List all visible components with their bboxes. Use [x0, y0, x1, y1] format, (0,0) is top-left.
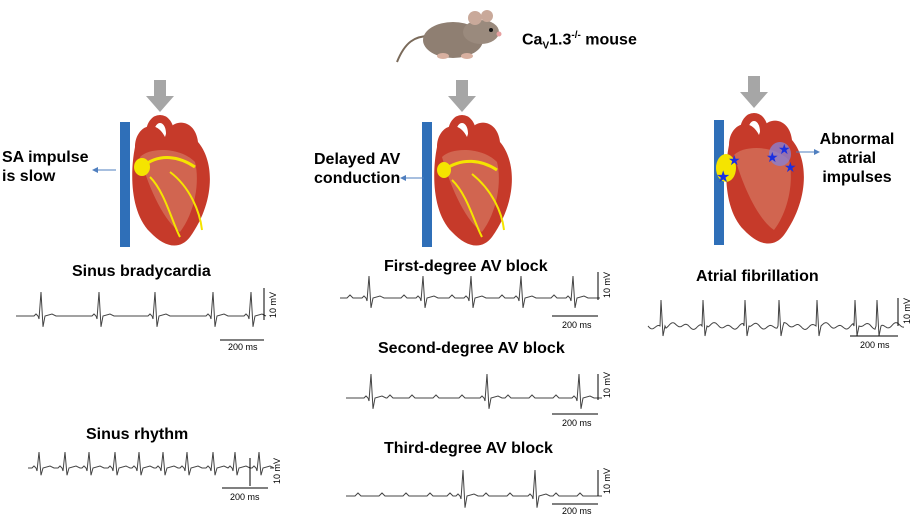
v-scale-sinus-rhythm: 10 mV [272, 457, 282, 484]
blue-arrow-right [796, 149, 820, 155]
label-delayed-av: Delayed AV conduction [314, 151, 401, 187]
v-scale-atrial-fibrillation: 10 mV [902, 297, 912, 324]
heart-right: ★ ★ ★ ★ ★ [714, 113, 804, 245]
blue-star-icon: ★ [784, 160, 797, 176]
label-sa-impulse: SA impulse is slow [2, 149, 89, 185]
title-sinus-bradycardia: Sinus bradycardia [72, 263, 211, 280]
v-scale-third-degree-av: 10 mV [602, 467, 612, 494]
title-second-degree-av: Second-degree AV block [378, 340, 565, 357]
ecg-trace-sinus-bradycardia [16, 291, 267, 327]
t-scale-second-degree-av: 200 ms [562, 418, 592, 428]
down-arrow-middle [448, 80, 476, 112]
t-scale-first-degree-av: 200 ms [562, 320, 592, 330]
v-scale-first-degree-av: 10 mV [602, 271, 612, 298]
ecg-trace-sinus-rhythm [28, 451, 275, 476]
heart-middle [422, 115, 512, 247]
ecg-trace-first-degree-av [340, 275, 600, 308]
ecg-trace-second-degree-av [346, 373, 602, 409]
blue-star-icon: ★ [716, 167, 730, 186]
title-first-degree-av: First-degree AV block [384, 258, 548, 275]
mouse-label: CaV1.3-/- mouse [522, 30, 637, 52]
title-third-degree-av: Third-degree AV block [384, 440, 553, 457]
down-arrow-left [146, 80, 174, 112]
ecg-trace-third-degree-av [346, 469, 602, 508]
ecg-trace-atrial-fibrillation [647, 299, 904, 337]
title-sinus-rhythm: Sinus rhythm [86, 426, 189, 443]
title-atrial-fibrillation: Atrial fibrillation [696, 268, 819, 285]
label-abnormal-atrial: Abnormal atrial impulses [819, 131, 895, 186]
blue-star-icon: ★ [766, 150, 779, 166]
blue-arrow-left [92, 167, 116, 173]
t-scale-third-degree-av: 200 ms [562, 506, 592, 516]
blue-star-icon: ★ [778, 142, 791, 158]
mouse-illustration [396, 10, 502, 63]
down-arrow-right [740, 76, 768, 108]
t-scale-atrial-fibrillation: 200 ms [860, 340, 890, 350]
heart-left [120, 115, 210, 247]
t-scale-sinus-bradycardia: 200 ms [228, 342, 258, 352]
v-scale-sinus-bradycardia: 10 mV [268, 291, 278, 318]
blue-star-icon: ★ [728, 153, 741, 169]
blue-arrow-middle [400, 175, 424, 181]
v-scale-second-degree-av: 10 mV [602, 371, 612, 398]
t-scale-sinus-rhythm: 200 ms [230, 492, 260, 502]
